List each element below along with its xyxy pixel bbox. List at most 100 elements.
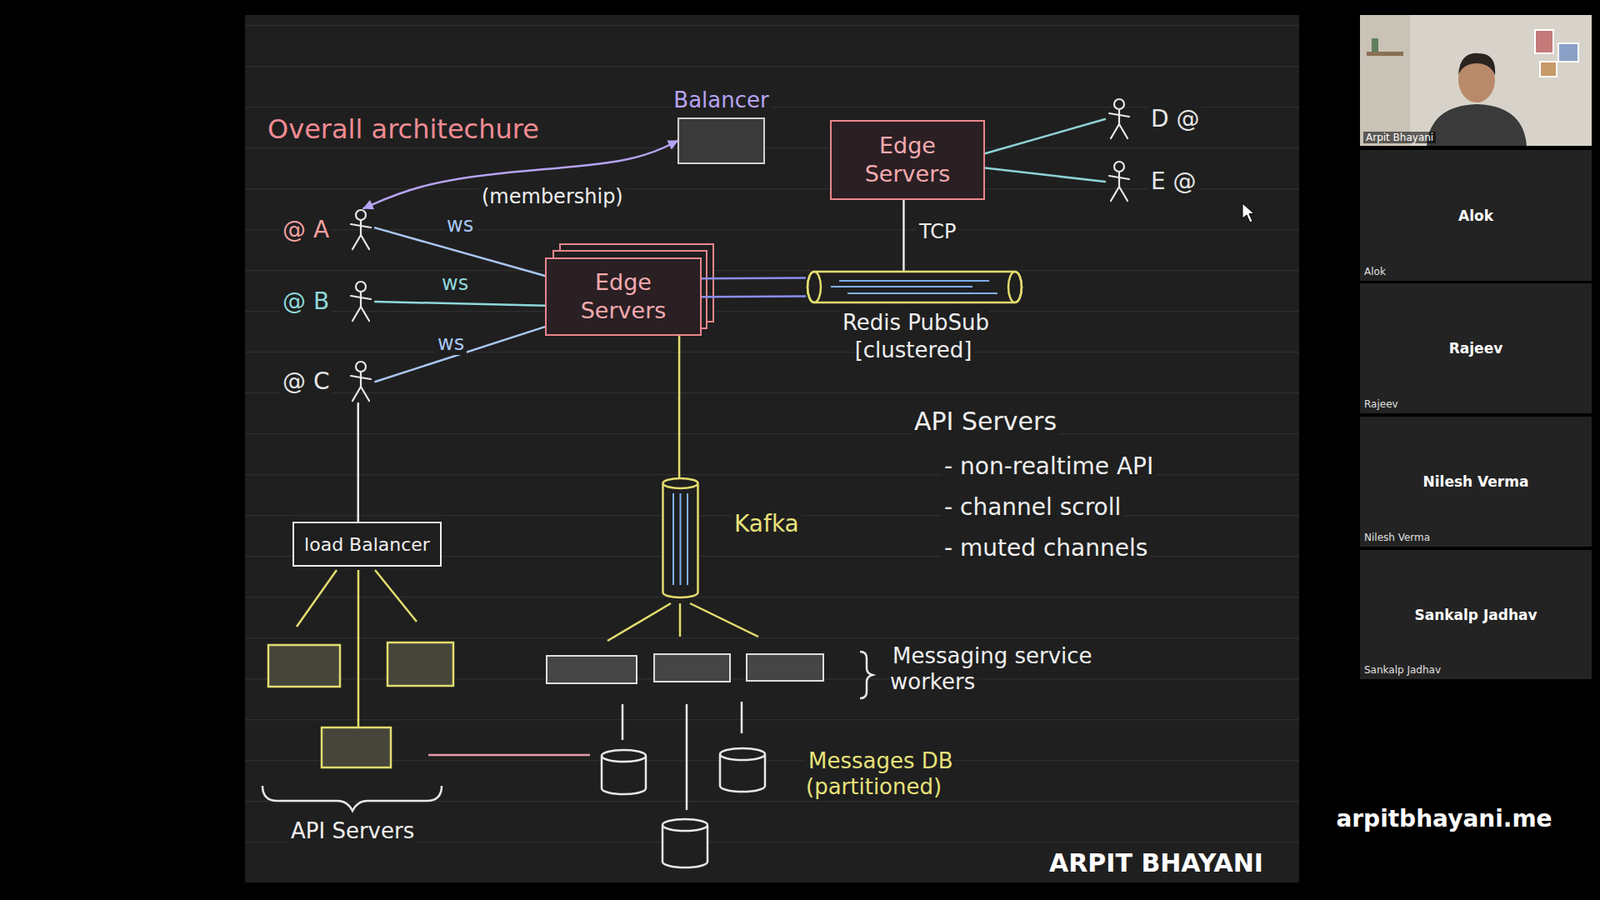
stick-figure (346, 280, 375, 324)
db-line (740, 701, 744, 734)
connector (903, 200, 905, 270)
figure-leg (1119, 186, 1128, 201)
note-item: - muted channels (941, 534, 1150, 562)
node-label: Redis PubSub [clustered] (840, 310, 990, 363)
figure-leg (352, 386, 361, 401)
text-wrap: Sankalp Jadhav (1414, 606, 1537, 624)
figure-leg (1110, 186, 1120, 201)
text-wrap: E @ (1148, 167, 1200, 196)
fan-line (296, 570, 337, 627)
node-label: @ B (280, 287, 332, 315)
user-figure: E @ (1105, 160, 1200, 204)
edge-label-wrap: ws (435, 331, 467, 356)
db-cylinder (720, 748, 765, 792)
node-label: @ C (280, 367, 332, 395)
brace (262, 785, 442, 811)
board-background (245, 15, 1300, 883)
pipe-end (807, 271, 821, 303)
user-figure: @ C (280, 360, 375, 404)
node-label: load Balancer (304, 534, 430, 555)
participant-name: Alok (1458, 207, 1494, 225)
worker-boxes (546, 654, 824, 684)
figure-arms (350, 295, 371, 300)
connector-line (357, 403, 360, 522)
edge-server-box: Edge Servers (545, 257, 702, 336)
participant-tile: Nilesh VermaNilesh Verma (1360, 416, 1592, 547)
group-label: Messaging service workers (890, 643, 1093, 695)
node-label: Balancer (670, 87, 771, 113)
kafka-cylinder (660, 476, 700, 600)
edge-label-wrap: TCP (916, 220, 959, 245)
edge-label: ws (435, 331, 467, 355)
figure-head (355, 361, 366, 372)
text-wrap: Edge Servers (560, 268, 687, 325)
participant-tile: RajeevRajeev (1360, 283, 1592, 414)
connector-line (678, 335, 681, 478)
connector (701, 278, 806, 298)
edge-label: ws (439, 271, 471, 295)
figure-leg (352, 306, 361, 321)
photo-shelf (1366, 51, 1404, 56)
participant-name-small: Rajeev (1364, 398, 1399, 410)
figure-leg (1110, 124, 1120, 139)
figure-leg (360, 306, 370, 321)
pipe-end (1008, 271, 1022, 303)
text-wrap: Arpit Bhayani (1363, 131, 1436, 144)
fan-line (357, 570, 360, 728)
worker-box (746, 654, 824, 681)
figure-arms (350, 224, 371, 228)
stick-figure (346, 360, 375, 404)
brace (860, 651, 873, 699)
text-wrap: @ B (280, 287, 332, 316)
node-label: Kafka (731, 510, 802, 538)
connector-line (375, 301, 545, 306)
participant-tile: Sankalp JadhavSankalp Jadhav (1360, 550, 1592, 680)
connector-line (902, 200, 905, 270)
cylinder-stripe (680, 493, 682, 585)
kafka-queue: Kafka (660, 476, 700, 600)
figure-body (360, 371, 362, 387)
edge-label: TCP (916, 220, 959, 244)
pubsub-tube: Redis PubSub [clustered] (805, 270, 1024, 305)
stick-figure-lines (350, 361, 371, 401)
participant-name: Nilesh Verma (1423, 473, 1530, 490)
photo-hair (1458, 53, 1495, 75)
worker-box (654, 654, 730, 682)
connector-line (701, 295, 806, 298)
connector (985, 119, 1105, 154)
participant-name: Arpit Bhayani (1365, 131, 1434, 144)
user-figure: @ B (280, 280, 375, 324)
node-label: Edge Servers (865, 132, 951, 187)
db-line (685, 704, 689, 810)
group-label: Messages DB (partitioned) (805, 748, 954, 800)
figure-head (355, 281, 366, 292)
participant-name: Rajeev (1449, 340, 1504, 357)
stick-figure (1105, 160, 1134, 204)
label-wrap: - non-realtime API (941, 452, 1156, 481)
figure-leg (360, 235, 370, 250)
pipe-stripe (830, 285, 973, 288)
db-cylinder (662, 819, 708, 868)
edge-label-wrap: ws (444, 213, 476, 238)
participant-tile: Arpit Bhayani (1360, 15, 1592, 146)
api-server-box (268, 645, 340, 687)
text-wrap: Sankalp Jadhav (1364, 664, 1441, 676)
fan-lines (607, 603, 759, 641)
figure-leg (352, 235, 361, 250)
db-link-line (428, 754, 590, 757)
photo-body (1426, 104, 1527, 146)
label-wrap: - muted channels (941, 534, 1150, 563)
cylinder-stripe (686, 493, 689, 585)
figure-body (360, 220, 362, 235)
user-figure: D @ (1105, 97, 1202, 141)
node-label: E @ (1148, 167, 1200, 195)
stick-figure (1105, 97, 1134, 141)
photo-plant (1371, 38, 1379, 52)
label-wrap: Messages DB (partitioned) (805, 748, 998, 800)
stick-figure-lines (350, 281, 371, 321)
group-label: API Servers (288, 818, 417, 844)
text-wrap: Alok (1458, 207, 1494, 225)
label-wrap: API Servers (911, 406, 1060, 437)
participant-tile: AlokAlok (1360, 150, 1592, 281)
